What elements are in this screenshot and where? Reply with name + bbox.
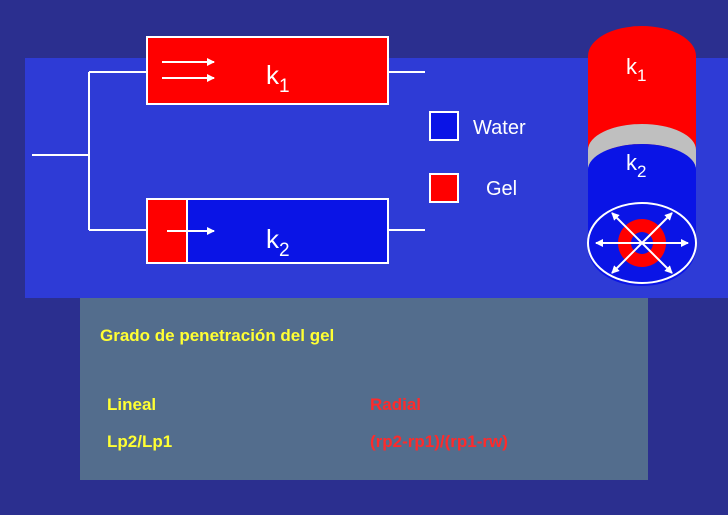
legend-gel-swatch [429,173,459,203]
top-rect-arrows [162,58,215,82]
radial-label: Radial [370,395,422,414]
legend-water-label: Water [473,117,526,139]
top-rect [146,36,389,105]
cylinder-top-label: k1 [626,54,646,85]
cylinder-bottom-label-sub: 2 [637,162,646,181]
info-title: Grado de penetración del gel [100,326,335,345]
top-rect-label: k1 [266,60,290,97]
lineal-formula: Lp2/Lp1 [107,432,173,451]
top-rect-label-base: k [266,60,280,90]
cylinder-top-label-sub: 1 [637,66,646,85]
legend-water-swatch [429,111,459,141]
legend-gel-label: Gel [486,178,517,200]
bottom-rect-label: k2 [266,224,290,261]
cylinder-bottom-label: k2 [626,150,646,181]
flow-lines [32,71,425,231]
lineal-label: Lineal [107,395,157,414]
top-rect-label-sub: 1 [279,76,290,97]
cylinder-top-label-base: k [626,54,638,79]
info-box [80,298,648,480]
bottom-rect-label-base: k [266,224,280,254]
cylinder-bottom-label-base: k [626,150,638,175]
radial-formula: (rp2-rp1)/(rp1-rw) [370,432,508,451]
radial-arrows [595,212,689,274]
bottom-rect-label-sub: 2 [279,240,290,261]
